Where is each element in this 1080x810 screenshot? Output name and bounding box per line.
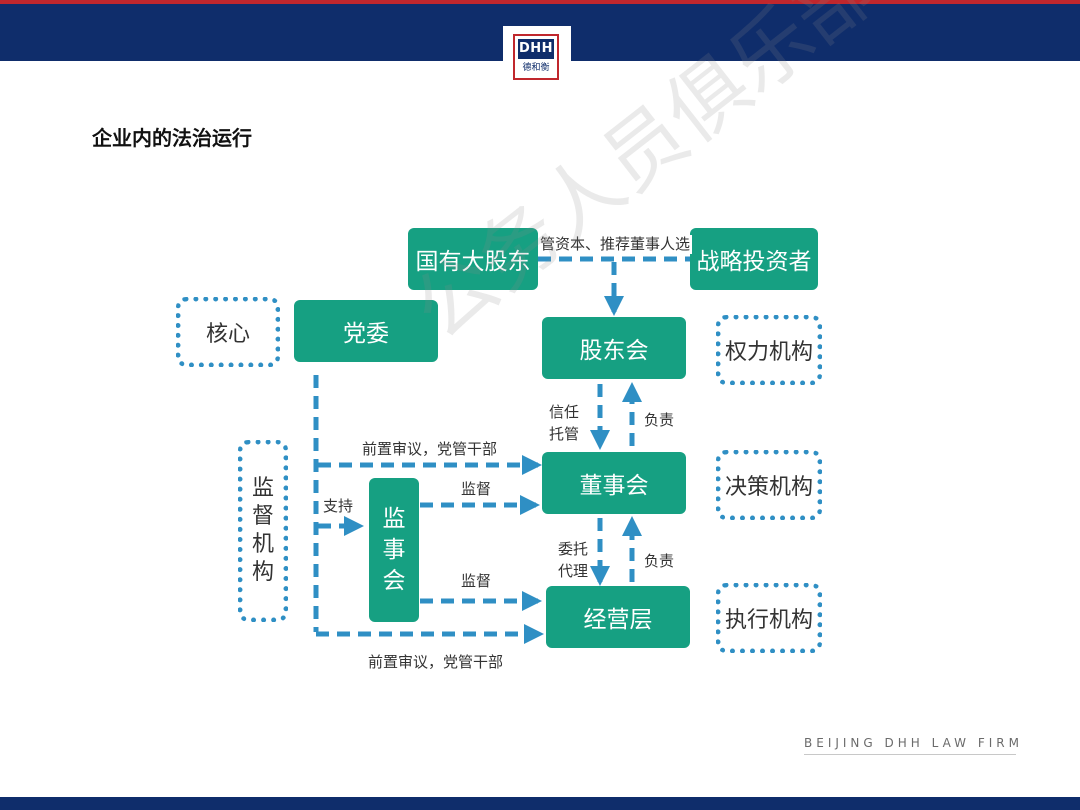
node-strategic-investor-label: 战略投资者 [696,249,812,275]
node-shareholders-meeting-label: 股东会 [579,338,649,364]
category-supervision-char: 督 [251,504,274,529]
edge-label-capital: 管资本、推荐董事人选 [538,235,693,254]
edge-label-supervise-2: 监督 [461,572,492,590]
footer-firm-name: BEIJING DHH LAW FIRM [804,736,1023,750]
logo-subtext: 德和衡 [522,63,550,73]
edge-label-supervise-1: 监督 [461,480,492,498]
footer-divider [804,754,1016,755]
edge-label-review-top: 前置审议，党管干部 [362,440,498,458]
category-decision: 决策机构 [716,450,822,520]
category-core-label: 核心 [205,322,250,347]
node-supervisory-board: 监 事 会 [369,478,419,622]
node-supervisory-char: 事 [382,536,406,563]
page-title: 企业内的法治运行 [92,126,252,150]
category-power-label: 权力机构 [724,340,813,365]
category-supervision-char: 监 [251,476,274,501]
edge-label-delegate-2: 代理 [558,562,589,580]
edge-label-review-bottom: 前置审议，党管干部 [368,653,504,671]
category-core: 核心 [176,297,280,367]
dhh-logo: DHH 德和衡 [513,34,559,80]
node-management: 经营层 [546,586,690,648]
node-party-committee: 党委 [294,300,438,362]
category-decision-label: 决策机构 [724,475,813,500]
node-state-shareholder: 国有大股东 [408,228,538,290]
category-supervision-char: 构 [251,560,274,585]
top-accent-stripe [0,0,1080,4]
edge-label-responsible-1: 负责 [644,411,675,429]
node-party-committee-label: 党委 [343,321,389,347]
category-execution-label: 执行机构 [724,608,813,633]
logo-text: DHH [518,39,554,59]
node-management-label: 经营层 [583,607,653,633]
node-supervisory-char: 会 [382,567,406,594]
category-power: 权力机构 [716,315,822,385]
node-supervisory-char: 监 [382,505,406,532]
node-strategic-investor: 战略投资者 [690,228,818,290]
edge-label-support: 支持 [323,497,354,515]
category-supervision: 监 督 机 构 [238,440,288,622]
node-board-label: 董事会 [579,473,649,499]
node-shareholders-meeting: 股东会 [542,317,686,379]
category-execution: 执行机构 [716,583,822,653]
edge-label-trust-2: 托管 [549,425,580,443]
node-state-shareholder-label: 国有大股东 [415,249,531,275]
edge-label-responsible-2: 负责 [644,552,675,570]
footer-band [0,797,1080,810]
edge-label-trust-1: 信任 [549,403,580,421]
node-board-of-directors: 董事会 [542,452,686,514]
category-supervision-char: 机 [251,532,274,557]
edge-label-delegate-1: 委托 [558,540,589,558]
